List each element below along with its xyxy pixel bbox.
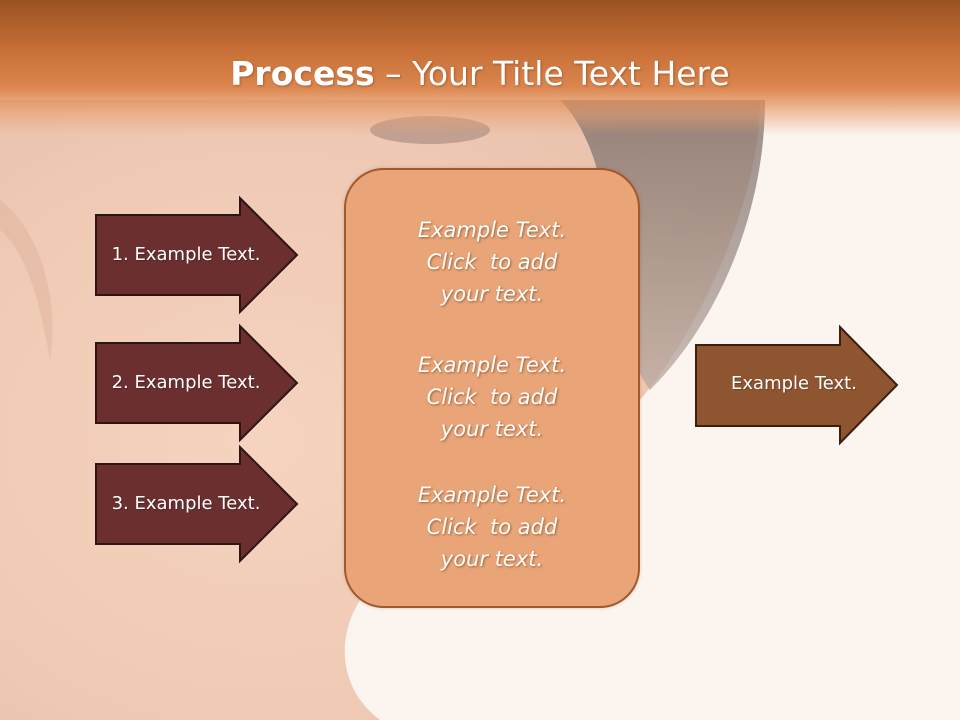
process-arrow-3[interactable]: 3. Example Text. xyxy=(95,444,299,564)
arrow-shape xyxy=(695,324,899,446)
text-block-3: Example Text. Click to add your text. xyxy=(346,479,638,575)
text-block-1: Example Text. Click to add your text. xyxy=(346,214,638,310)
arrow-label: Example Text. xyxy=(731,373,857,394)
block-line: your text. xyxy=(440,547,544,571)
arrow-shape xyxy=(95,444,299,564)
arrow-label: 2. Example Text. xyxy=(111,372,261,393)
block-line: Example Text. xyxy=(417,353,567,377)
block-line: Click to add xyxy=(426,385,558,409)
title-bold-part: Process xyxy=(230,54,375,93)
text-block-2: Example Text. Click to add your text. xyxy=(346,349,638,445)
block-line: your text. xyxy=(440,282,544,306)
arrow-shape xyxy=(95,323,299,443)
arrow-label: 1. Example Text. xyxy=(111,244,261,265)
result-arrow[interactable]: Example Text. xyxy=(695,324,899,446)
process-arrow-2[interactable]: 2. Example Text. xyxy=(95,323,299,443)
block-line: Example Text. xyxy=(417,483,567,507)
block-line: Click to add xyxy=(426,250,558,274)
center-text-box[interactable]: Example Text. Click to add your text. Ex… xyxy=(344,168,640,608)
title-rest-part: – Your Title Text Here xyxy=(374,54,730,93)
block-line: Click to add xyxy=(426,515,558,539)
arrow-label: 3. Example Text. xyxy=(111,493,261,514)
process-arrow-1[interactable]: 1. Example Text. xyxy=(95,195,299,315)
block-line: Example Text. xyxy=(417,218,567,242)
title-band xyxy=(0,0,960,135)
arrow-shape xyxy=(95,195,299,315)
block-line: your text. xyxy=(440,417,544,441)
slide-title[interactable]: Process – Your Title Text Here xyxy=(0,52,960,96)
